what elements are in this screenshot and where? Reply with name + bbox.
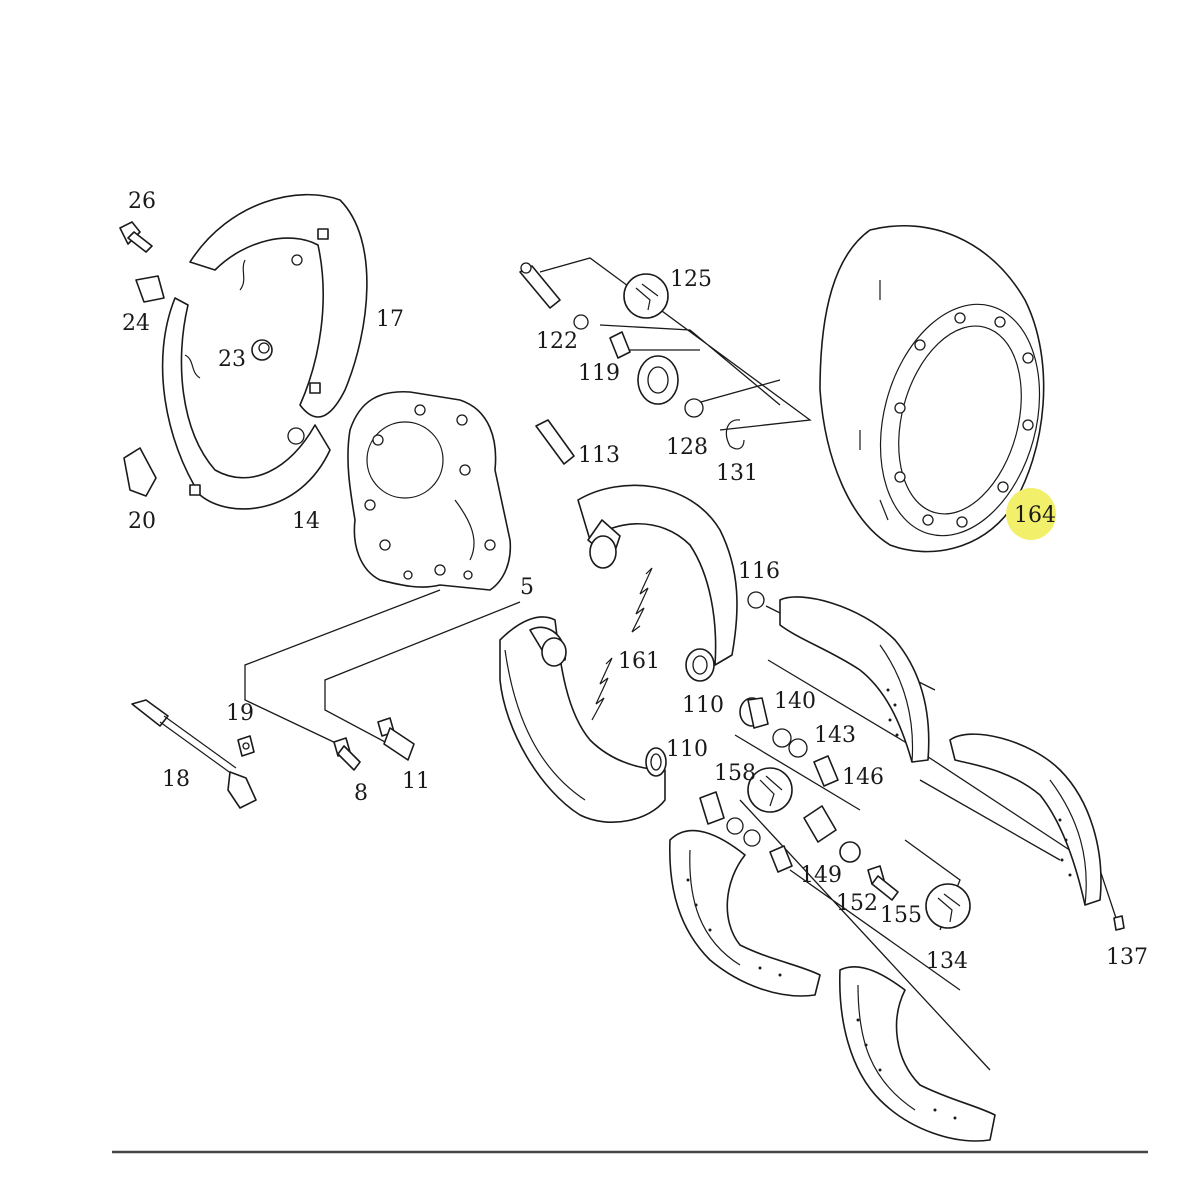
spanner-158 — [747, 767, 793, 813]
pin-149 — [769, 845, 793, 873]
label-125: 125 — [670, 267, 712, 292]
bolt-8 — [333, 737, 361, 771]
label-110-upper: 110 — [682, 693, 724, 718]
backing-plate-5 — [347, 390, 512, 591]
washer-140a — [772, 728, 792, 748]
label-137: 137 — [1106, 945, 1148, 970]
highlight-164 — [1006, 488, 1056, 540]
clip-20 — [123, 447, 157, 497]
spanner-134 — [925, 883, 971, 929]
label-140: 140 — [774, 689, 816, 714]
shoe-lining-bottom — [838, 965, 996, 1142]
pin-122 — [519, 262, 561, 309]
label-14: 14 — [292, 509, 320, 534]
label-116: 116 — [738, 559, 780, 584]
label-113: 113 — [578, 443, 620, 468]
shoe-lining-lower-left — [668, 829, 821, 997]
label-164: 164 — [1014, 503, 1056, 528]
label-122: 122 — [536, 329, 578, 354]
label-8: 8 — [354, 781, 368, 806]
pin-113 — [535, 419, 575, 465]
dust-shield — [161, 193, 368, 510]
label-19: 19 — [226, 701, 254, 726]
label-143: 143 — [814, 723, 856, 748]
washer-158b — [743, 829, 761, 847]
label-152: 152 — [836, 891, 878, 916]
clip-131 — [725, 419, 745, 450]
label-5: 5 — [520, 575, 534, 600]
spanner-125 — [623, 273, 669, 319]
label-24: 24 — [122, 311, 150, 336]
bolt-155 — [867, 865, 899, 901]
brake-shoe-lower — [499, 616, 667, 823]
label-158: 158 — [714, 761, 756, 786]
label-26: 26 — [128, 189, 156, 214]
shoe-lining-upper-right — [779, 596, 930, 763]
label-17: 17 — [376, 307, 404, 332]
label-110-lower: 110 — [666, 737, 708, 762]
washer-122 — [573, 314, 589, 330]
pin-146 — [813, 755, 839, 787]
brake-shoe-upper — [577, 484, 738, 682]
leader-5 — [244, 589, 521, 751]
bolt-26 — [119, 221, 153, 253]
washer-143 — [788, 738, 808, 758]
bolt-11 — [377, 717, 415, 761]
label-11: 11 — [402, 769, 430, 794]
label-20: 20 — [128, 509, 156, 534]
stud-23 — [251, 339, 273, 361]
bushing-140 — [739, 697, 769, 729]
leader-125-group — [539, 257, 812, 431]
label-128: 128 — [666, 435, 708, 460]
shoe-lining-right — [949, 733, 1102, 906]
rivet-137 — [1113, 915, 1125, 931]
brake-drum-164 — [819, 224, 1045, 553]
plate-24 — [135, 275, 165, 303]
bushing-119 — [609, 331, 631, 359]
clip-116 — [747, 591, 765, 609]
washer-128 — [684, 398, 704, 418]
washer-152 — [839, 841, 861, 863]
sleeve-large — [637, 355, 679, 405]
label-23: 23 — [218, 347, 246, 372]
label-131: 131 — [716, 461, 758, 486]
plate-152 — [803, 805, 837, 843]
label-18: 18 — [162, 767, 190, 792]
bushing-158 — [699, 791, 725, 825]
sensor-cable-18 — [131, 699, 257, 809]
label-146: 146 — [842, 765, 884, 790]
return-spring-161 — [591, 567, 653, 721]
label-155: 155 — [880, 903, 922, 928]
washer-158a — [726, 817, 744, 835]
washer-19 — [237, 735, 255, 757]
label-149: 149 — [800, 863, 842, 888]
label-161: 161 — [618, 649, 660, 674]
leader-lines-lower — [734, 605, 1121, 1071]
label-134: 134 — [926, 949, 968, 974]
label-119: 119 — [578, 361, 620, 386]
